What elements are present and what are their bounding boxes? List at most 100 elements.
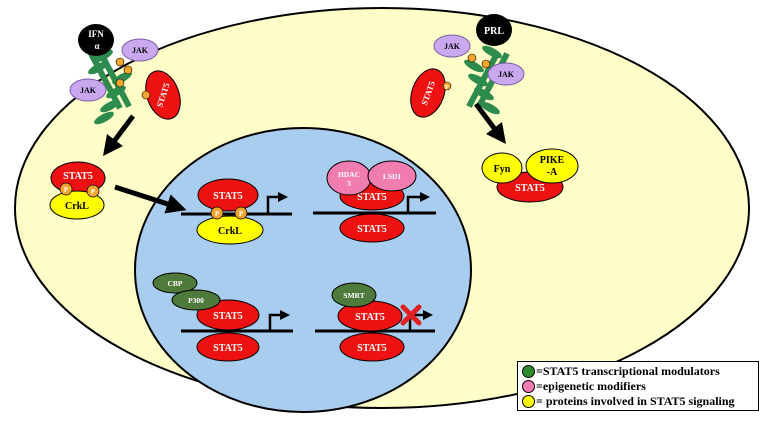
hdac-label: HDAC xyxy=(338,170,360,179)
stat5-label: STAT5 xyxy=(63,171,93,182)
receptor-domain xyxy=(94,111,114,125)
legend: =STAT5 transcriptional modulators =epige… xyxy=(517,361,759,411)
phosphate-site xyxy=(210,206,224,220)
ifn-alpha-symbol: α xyxy=(94,41,99,51)
stat5-label: STAT5 xyxy=(213,311,243,322)
p300-label: P300 xyxy=(188,296,204,305)
jak-kinase xyxy=(121,38,159,62)
phosphate-site xyxy=(86,184,100,198)
receptor-domain xyxy=(468,73,488,87)
jak-kinase xyxy=(433,34,471,58)
phosphate-label: P xyxy=(215,210,220,218)
inhibition-x-icon xyxy=(400,304,422,326)
stat5-label: STAT5 xyxy=(357,224,387,235)
stat5-label: STAT5 xyxy=(213,343,243,354)
crkl-label: CrkL xyxy=(65,201,89,212)
phosphate-site xyxy=(234,206,248,220)
legend-label-modulators: =STAT5 transcriptional modulators xyxy=(536,364,720,378)
phosphate-site xyxy=(115,57,125,67)
jak-label: JAK xyxy=(444,42,461,51)
activation-arrow xyxy=(103,114,135,156)
lsd1-label: LSD1 xyxy=(383,172,402,181)
transcription-start-arrow xyxy=(406,192,430,213)
phosphate-site xyxy=(481,59,491,69)
receptor-domain xyxy=(482,45,502,59)
legend-label-signaling: = proteins involved in STAT5 signaling xyxy=(536,394,735,408)
stat5-protein xyxy=(196,332,260,362)
prl-label: PRL xyxy=(484,26,504,37)
yellow-circle-icon xyxy=(522,395,535,408)
jak-kinase xyxy=(487,62,525,86)
prl-ligand xyxy=(476,14,512,46)
pike-a-label: -A xyxy=(547,167,558,178)
jak-label: JAK xyxy=(132,46,149,55)
fyn-protein xyxy=(481,152,523,184)
cbp-label: CBP xyxy=(168,279,183,288)
stat5-crkl-cytoplasmic-complex: STAT5 CrkL P P xyxy=(49,161,106,220)
crkl-protein xyxy=(196,215,264,245)
pink-circle-icon xyxy=(522,380,535,393)
prl-receptor-complex: PRL JAK JAK STAT5 P xyxy=(410,14,525,118)
ifn-receptor-complex: IFN α JAK JAK STAT5 xyxy=(69,24,181,125)
jak-label: JAK xyxy=(80,86,97,95)
fyn-pike-stat5-complex: STAT5 Fyn PIKE -A xyxy=(481,148,579,203)
legend-row-modulators: =STAT5 transcriptional modulators xyxy=(522,364,754,379)
crkl-protein xyxy=(49,190,105,220)
pike-a-protein xyxy=(525,148,579,184)
phosphate-site xyxy=(442,81,452,91)
crkl-label: CrkL xyxy=(218,226,242,237)
phosphate-site xyxy=(115,78,125,88)
p300-protein xyxy=(171,289,221,311)
phosphate-label: P xyxy=(239,210,244,218)
phosphate-site xyxy=(123,65,133,75)
stat5-label: STAT5 xyxy=(357,343,387,354)
jak-label: JAK xyxy=(498,70,515,79)
hdac3-lsd1-stat5-complex: STAT5 STAT5 HDAC 3 LSD1 xyxy=(313,160,436,243)
ifn-alpha-ligand xyxy=(78,24,114,56)
receptor-domain xyxy=(480,101,500,115)
receptor-domain xyxy=(100,99,120,113)
phosphate-site xyxy=(59,182,73,196)
ifn-label: IFN xyxy=(88,29,104,39)
phosphate-site xyxy=(467,53,477,63)
phosphate-label: P xyxy=(445,85,449,91)
smrt-label: SMRT xyxy=(343,291,364,300)
transcription-start-arrow xyxy=(266,192,288,214)
jak-kinase xyxy=(69,78,107,102)
phosphate-label: P xyxy=(64,186,69,194)
cbp-p300-stat5-complex: STAT5 STAT5 CBP P300 xyxy=(152,272,293,362)
phosphate-site xyxy=(141,90,151,100)
fyn-label: Fyn xyxy=(494,164,511,175)
receptor-domain xyxy=(464,59,484,73)
stat5-membrane-right xyxy=(410,68,446,118)
nuclear-translocation-arrow xyxy=(114,184,187,214)
legend-label-epigenetic: =epigenetic modifiers xyxy=(536,379,646,393)
nuclear-stat5-crkl-complex: STAT5 CrkL P P xyxy=(181,178,292,245)
smrt-protein xyxy=(331,282,377,308)
legend-row-signaling: = proteins involved in STAT5 signaling xyxy=(522,394,754,409)
stat5-membrane-left xyxy=(145,70,181,120)
stat5-label: STAT5 xyxy=(357,192,387,203)
phosphate-label: P xyxy=(91,188,96,196)
transcription-start-arrow xyxy=(268,310,290,331)
stat5-protein xyxy=(339,213,405,243)
stat5-label: STAT5 xyxy=(515,183,545,194)
hdac-number: 3 xyxy=(347,179,351,188)
activation-arrow xyxy=(474,102,506,144)
stat5-protein xyxy=(197,178,259,212)
receptor-domain xyxy=(93,49,113,63)
lsd1-protein xyxy=(367,160,417,192)
receptor-domain xyxy=(474,87,494,101)
cbp-protein xyxy=(152,272,198,294)
smrt-stat5-complex: STAT5 STAT5 SMRT xyxy=(315,282,435,362)
receptor-domain xyxy=(106,85,126,99)
pike-label: PIKE xyxy=(540,155,565,166)
stat5-label: STAT5 xyxy=(355,312,385,323)
nucleus xyxy=(134,127,472,413)
stat5-protein xyxy=(339,332,405,362)
green-circle-icon xyxy=(522,365,535,378)
legend-row-epigenetic: =epigenetic modifiers xyxy=(522,379,754,394)
stat5-label: STAT5 xyxy=(213,191,243,202)
